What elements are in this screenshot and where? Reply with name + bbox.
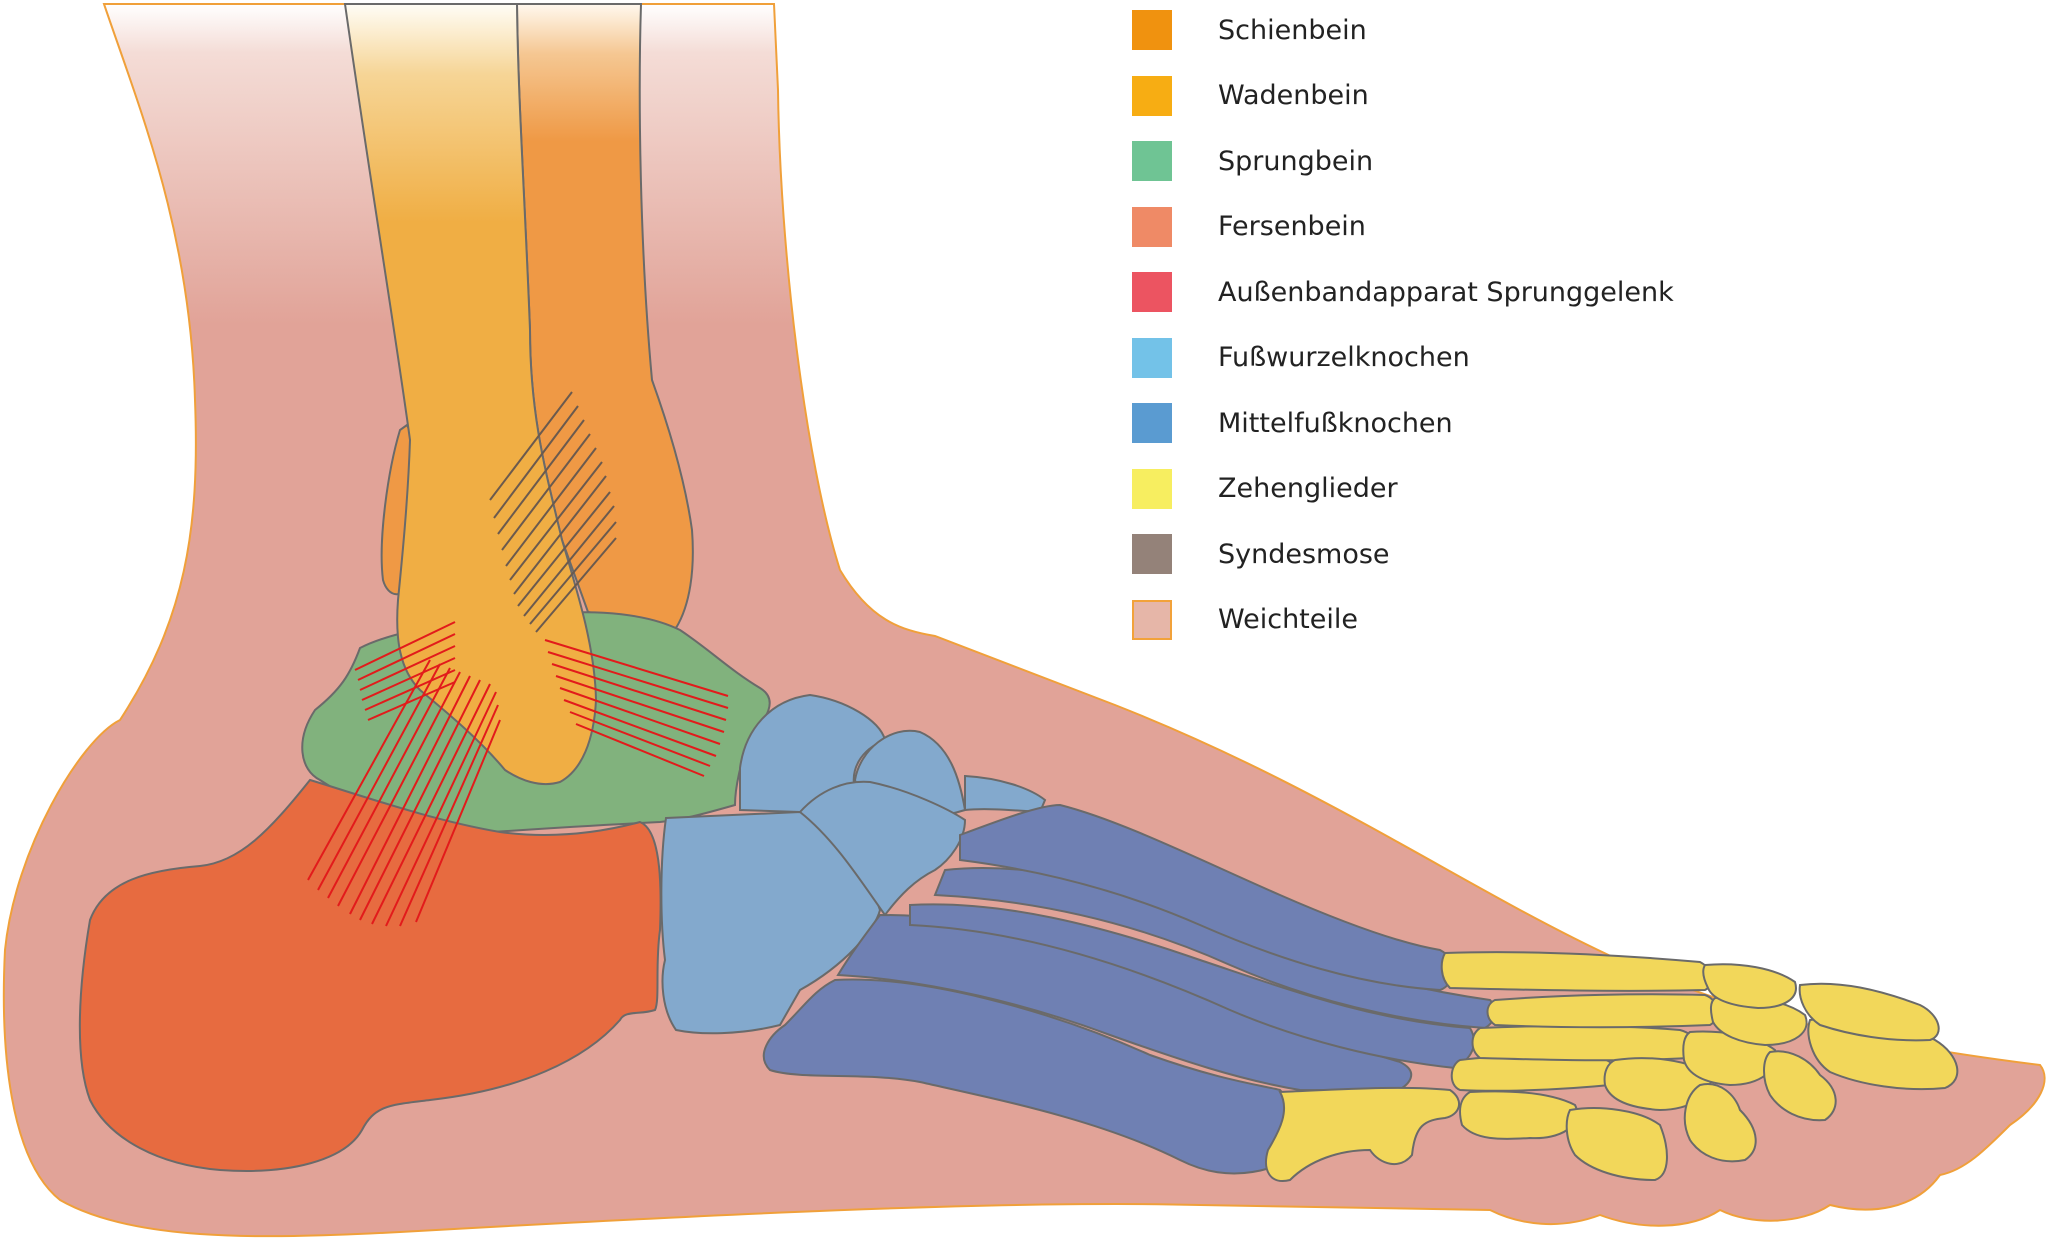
legend-label-syndesmose: Syndesmose — [1218, 538, 1390, 570]
legend-label-aussenbandapparat: Außenbandapparat Sprunggelenk — [1218, 276, 1674, 308]
legend-swatch-fusswurzelknochen — [1132, 337, 1172, 378]
cuneiform-3 — [964, 774, 1047, 814]
legend-swatch-zehenglieder — [1132, 468, 1172, 509]
calcaneus — [78, 778, 662, 1172]
legend-item-fusswurzelknochen: Fußwurzelknochen — [1132, 337, 2012, 378]
metatarsal-5 — [959, 803, 1455, 992]
legend-label-mittelfussknochen: Mittelfußknochen — [1218, 407, 1453, 439]
legend-swatch-syndesmose — [1132, 534, 1172, 574]
toe-middle-1 — [1459, 1090, 1579, 1140]
legend-label-zehenglieder: Zehenglieder — [1218, 473, 1398, 504]
toe5-proximal — [1440, 951, 1713, 992]
legend-item-wadenbein: Wadenbein — [1132, 75, 2012, 116]
legend-item-weichteile: Weichteile — [1132, 599, 2012, 640]
toe-middle-2 — [1603, 1057, 1712, 1112]
toe-distal-2 — [1683, 1083, 1757, 1163]
legend-label-schienbein: Schienbein — [1218, 14, 1367, 46]
metatarsal-3 — [909, 903, 1475, 1070]
legend-swatch-schienbein — [1132, 10, 1172, 50]
legend-item-fersenbein: Fersenbein — [1132, 206, 2012, 247]
cuneiform-2 — [798, 780, 967, 917]
lateral-ligaments — [307, 621, 729, 927]
legend-item-zehenglieder: Zehenglieder — [1132, 468, 2012, 509]
legend-swatch-aussenbandapparat — [1132, 272, 1172, 312]
legend: Schienbein Wadenbein Sprungbein Fersenbe… — [1132, 10, 2012, 665]
legend-item-schienbein: Schienbein — [1132, 10, 2012, 50]
syndesmosis-hatching — [489, 391, 617, 633]
toe3-proximal — [1471, 1024, 1698, 1062]
legend-swatch-fersenbein — [1132, 206, 1172, 247]
legend-label-sprungbein: Sprungbein — [1218, 145, 1374, 177]
legend-item-syndesmose: Syndesmose — [1132, 534, 2012, 574]
toe-distal-1 — [1565, 1107, 1668, 1182]
legend-swatch-wadenbein — [1132, 75, 1172, 116]
legend-swatch-weichteile — [1132, 599, 1172, 640]
metatarsal-1 — [762, 978, 1292, 1175]
legend-swatch-mittelfussknochen — [1132, 403, 1172, 443]
tibia — [343, 3, 598, 786]
toe-distal-3 — [1763, 1050, 1837, 1122]
toe-distal-5 — [1798, 982, 1940, 1042]
legend-item-mittelfussknochen: Mittelfußknochen — [1132, 403, 2012, 443]
legend-item-sprungbein: Sprungbein — [1132, 141, 2012, 181]
toe-middle-5 — [1702, 963, 1797, 1010]
legend-label-fersenbein: Fersenbein — [1218, 211, 1366, 242]
legend-swatch-sprungbein — [1132, 141, 1172, 181]
hallux-proximal — [1265, 1086, 1460, 1182]
legend-label-weichteile: Weichteile — [1218, 604, 1358, 635]
toe4-proximal — [1486, 993, 1718, 1029]
legend-label-wadenbein: Wadenbein — [1218, 80, 1369, 111]
legend-label-fusswurzelknochen: Fußwurzelknochen — [1218, 342, 1470, 373]
legend-item-aussenbandapparat: Außenbandapparat Sprunggelenk — [1132, 272, 2012, 312]
